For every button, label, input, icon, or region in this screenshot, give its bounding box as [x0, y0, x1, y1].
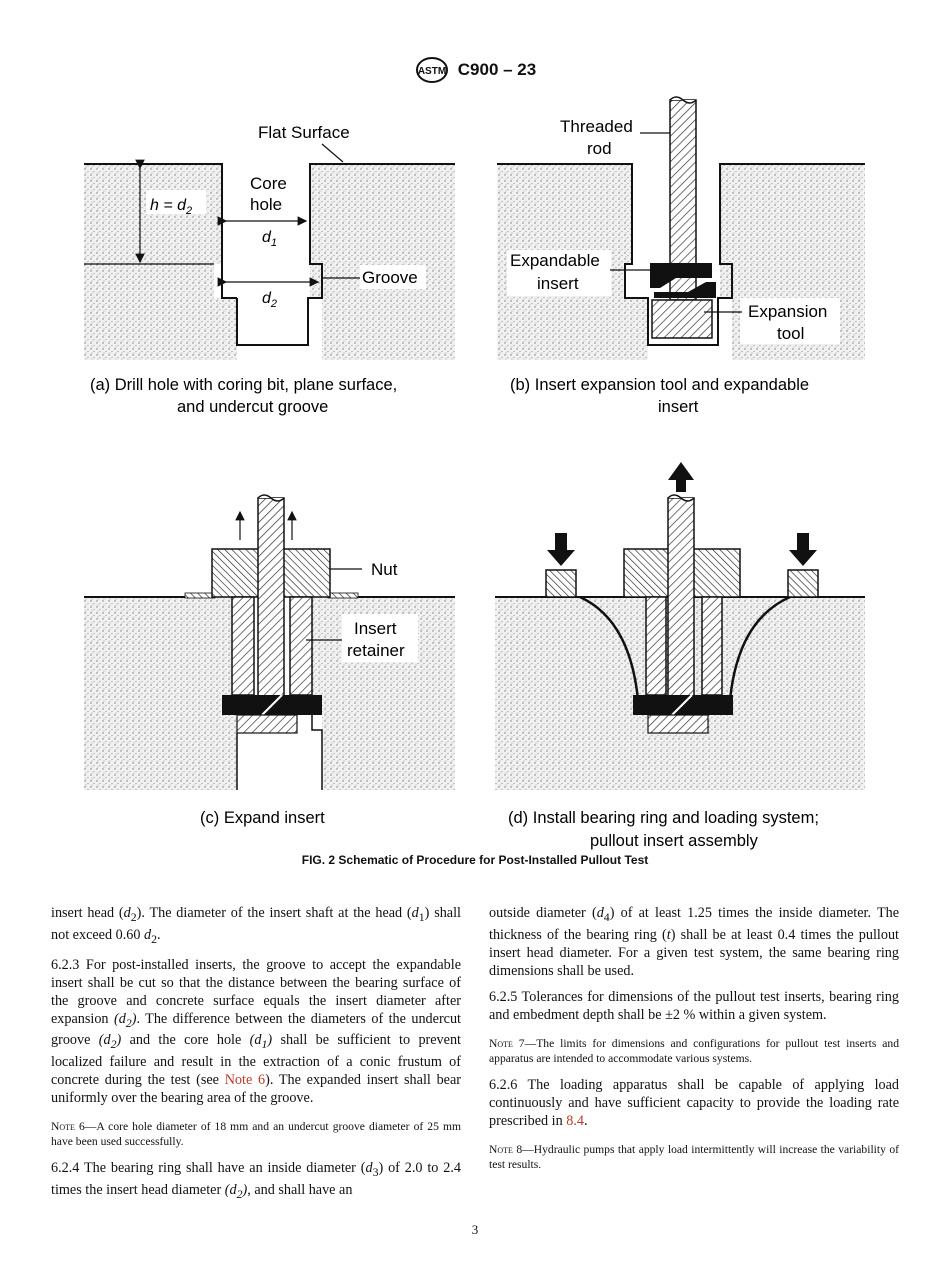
panel-b-caption-line2: insert	[658, 398, 699, 416]
svg-text:ASTM: ASTM	[418, 66, 446, 77]
astm-logo-icon: ASTM	[415, 57, 448, 83]
d1-label: d1	[262, 229, 277, 249]
h-label: h = d2	[150, 197, 192, 217]
left-column: insert head (d2). The diameter of the in…	[51, 904, 461, 1211]
panel-d-caption-line1: (d) Install bearing ring and loading sys…	[508, 809, 819, 827]
insert-retainer-label-2: retainer	[347, 641, 405, 660]
right-column: outside diameter (d4) of at least 1.25 t…	[489, 904, 899, 1182]
note-8: Note 8—Hydraulic pumps that apply load i…	[489, 1142, 899, 1171]
panel-d-caption-line2: pullout insert assembly	[590, 832, 759, 850]
paragraph-6-2-5: 6.2.5 Tolerances for dimensions of the p…	[489, 988, 899, 1023]
panel-a: h = d2 Core hole d1 d2 Groove Flat Surfa…	[84, 123, 455, 416]
groove-label: Groove	[362, 268, 418, 287]
paragraph-6-2-6: 6.2.6 The loading apparatus shall be cap…	[489, 1076, 899, 1129]
paragraph-6-2-4: 6.2.4 The bearing ring shall have an ins…	[51, 1160, 461, 1201]
section-8-4-link[interactable]: 8.4	[566, 1112, 584, 1129]
panel-c-caption: (c) Expand insert	[200, 809, 325, 827]
page-header: ASTM C900 – 23	[0, 56, 950, 84]
standard-designation: C900 – 23	[457, 60, 537, 79]
nut-label: Nut	[371, 560, 398, 579]
expandable-label: Expandable	[510, 251, 600, 270]
insert-label: insert	[537, 274, 579, 293]
paragraph-insert-head: insert head (d2). The diameter of the in…	[51, 905, 461, 946]
tool-label: tool	[777, 324, 804, 343]
note-7: Note 7—The limits for dimensions and con…	[489, 1036, 899, 1065]
panel-b-caption-line1: (b) Insert expansion tool and expandable	[510, 376, 809, 394]
flat-surface-label: Flat Surface	[258, 123, 350, 142]
panel-a-caption-line2: and undercut groove	[177, 398, 328, 416]
figure-schematic: h = d2 Core hole d1 d2 Groove Flat Surfa…	[84, 96, 865, 850]
threaded-label: Threaded	[560, 117, 633, 136]
note-6-link[interactable]: Note 6	[224, 1072, 266, 1089]
rod-label: rod	[587, 139, 612, 158]
core-label: Core	[250, 174, 287, 193]
note-6: Note 6—A core hole diameter of 18 mm and…	[51, 1120, 461, 1149]
figure-caption: FIG. 2 Schematic of Procedure for Post-I…	[301, 853, 649, 867]
panel-c: Nut Insert retainer (c) Expand insert	[84, 494, 455, 827]
panel-b: Threaded rod Expandable insert Expansion…	[497, 96, 865, 416]
hole-label: hole	[250, 195, 282, 214]
paragraph-6-2-3: 6.2.3 For post-installed inserts, the gr…	[51, 956, 462, 1107]
page-number: 3	[471, 1222, 479, 1237]
panel-a-caption-line1: (a) Drill hole with coring bit, plane su…	[90, 376, 397, 394]
expansion-label: Expansion	[748, 302, 827, 321]
panel-d: (d) Install bearing ring and loading sys…	[495, 462, 865, 850]
d2-label: d2	[262, 290, 277, 310]
insert-retainer-label-1: Insert	[354, 619, 397, 638]
paragraph-bearing-ring: outside diameter (d4) of at least 1.25 t…	[489, 905, 900, 979]
